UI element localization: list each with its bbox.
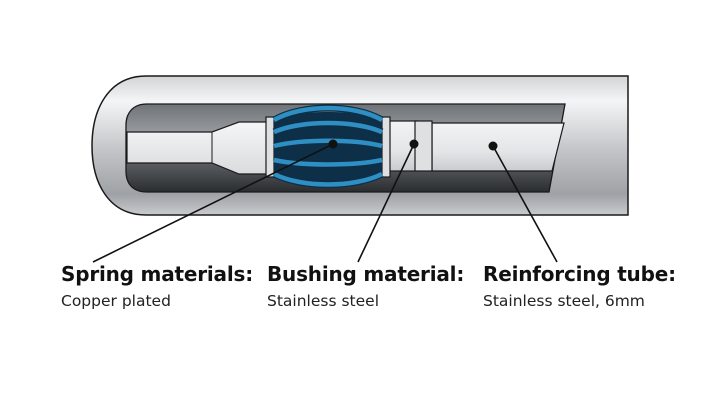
spring-label: Spring materials: Copper plated [61, 262, 253, 310]
tube-label-subtitle: Stainless steel, 6mm [483, 292, 645, 310]
tube-label: Reinforcing tube: Stainless steel, 6mm [483, 262, 676, 310]
bushing-label-subtitle: Stainless steel [267, 292, 379, 310]
tube-label-title: Reinforcing tube: [483, 262, 676, 286]
bushing-label: Bushing material: Stainless steel [267, 262, 464, 310]
tube-leader-dot [488, 141, 498, 151]
spring-ring-right [381, 116, 391, 178]
spring-leader-line [92, 143, 334, 263]
reinforcing-tube-shape [431, 122, 565, 172]
bushing-label-title: Bushing material: [267, 262, 465, 286]
bushing-leader-dot [409, 139, 419, 149]
spring-label-subtitle: Copper plated [61, 292, 171, 310]
spring-label-title: Spring materials: [61, 262, 253, 286]
spring-leader-dot [328, 139, 338, 149]
spring-ring-left [265, 116, 275, 178]
bushing-leader-line [357, 143, 415, 263]
tube-leader-line [492, 145, 558, 263]
